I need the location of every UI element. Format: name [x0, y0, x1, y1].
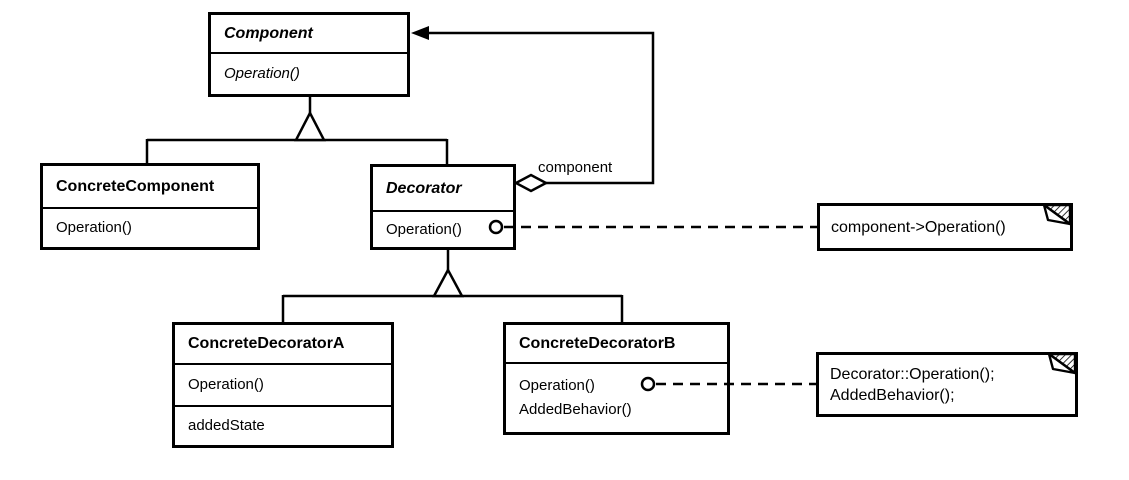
class-box-decorator: Decorator Operation() [370, 164, 516, 250]
note-text: AddedBehavior(); [830, 386, 955, 404]
class-operations-compartment: Operation() [175, 363, 391, 405]
class-box-component: Component Operation() [208, 12, 410, 97]
member-concrete-decorator-a-operation: Operation() [188, 376, 264, 393]
class-name-compartment: Component [211, 15, 407, 52]
inheritance-connector-component [145, 97, 449, 166]
aggregation-diamond-icon [513, 173, 549, 193]
class-box-concrete-decorator-b: ConcreteDecoratorB Operation() AddedBeha… [503, 322, 730, 435]
inheritance-triangle-icon [431, 267, 465, 298]
attribute-added-state: addedState [188, 417, 265, 434]
class-name-compartment: ConcreteComponent [43, 166, 257, 207]
class-attributes-compartment: addedState [175, 405, 391, 445]
arrowhead-icon [411, 26, 429, 40]
class-box-concrete-component: ConcreteComponent Operation() [40, 163, 260, 250]
member-concrete-decorator-b-operation: Operation() [519, 377, 595, 394]
note-text: component->Operation() [831, 218, 1006, 236]
note-text: Decorator::Operation(); [830, 365, 995, 383]
class-name-compartment: ConcreteDecoratorA [175, 325, 391, 363]
class-name-compartment: ConcreteDecoratorB [506, 325, 727, 362]
dog-ear-icon [1047, 352, 1077, 375]
class-box-concrete-decorator-a: ConcreteDecoratorA Operation() addedStat… [172, 322, 394, 448]
inheritance-triangle-icon [293, 110, 327, 142]
class-operations-compartment: Operation() [43, 207, 257, 247]
note-connector-decorator [488, 219, 817, 235]
note-concrete-decorator-b: Decorator::Operation(); AddedBehavior(); [816, 352, 1078, 417]
member-concrete-decorator-b-added-behavior: AddedBehavior() [519, 401, 632, 418]
inheritance-connector-decorator [281, 250, 624, 324]
class-title-decorator: Decorator [386, 179, 462, 197]
class-name-compartment: Decorator [373, 167, 513, 210]
member-decorator-operation: Operation() [386, 220, 462, 238]
class-operations-compartment: Operation() AddedBehavior() [506, 362, 727, 432]
class-title-concrete-decorator-b: ConcreteDecoratorB [519, 334, 676, 352]
class-operations-compartment: Operation() [211, 52, 407, 94]
aggregation-role-label: component [538, 159, 613, 176]
dog-ear-icon [1042, 203, 1072, 226]
class-operations-compartment: Operation() [373, 210, 513, 247]
class-title-concrete-decorator-a: ConcreteDecoratorA [188, 335, 345, 352]
note-decorator-operation: component->Operation() [817, 203, 1073, 251]
class-title-component: Component [224, 24, 313, 42]
member-component-operation: Operation() [224, 65, 300, 82]
class-title-concrete-component: ConcreteComponent [56, 177, 215, 195]
member-concrete-component-operation: Operation() [56, 219, 132, 236]
